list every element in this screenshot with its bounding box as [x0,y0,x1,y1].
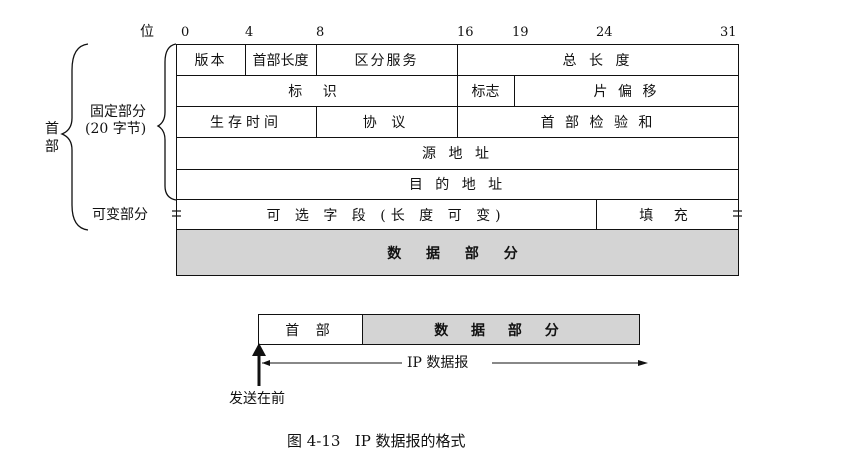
field-diff-services: 区分服务 [354,52,419,69]
datagram-data-label: 数 据 部 分 [434,322,568,339]
bit-tick-8: 8 [316,25,325,40]
field-identification: 标 识 [288,83,345,100]
datagram-header-box: 首 部 [258,314,363,345]
field-header-checksum: 首 部 检 验 和 [540,114,656,131]
bit-tick-31: 31 [720,25,737,40]
header-brace [60,43,89,231]
fixed-part-brace [156,43,177,201]
bit-tick-16: 16 [457,25,474,40]
field-source-address: 源 地 址 [422,146,493,162]
bit-tick-0: 0 [181,25,190,40]
field-ttl: 生存时间 [210,114,282,131]
field-total-length: 总 长 度 [562,52,634,69]
field-dest-address: 目 的 地 址 [408,177,507,193]
field-flags: 标志 [471,83,500,100]
field-options: 可 选 字 段 (长 度 可 变) [266,207,506,224]
bit-axis-label: 位 [140,24,154,40]
fixed-part-label: 固定部分 [90,104,146,120]
data-part-block: 数 据 部 分 [176,230,739,276]
bit-tick-24: 24 [596,25,613,40]
bit-tick-19: 19 [512,25,529,40]
fixed-bytes-label: (20 字节) [85,121,147,137]
field-version: 版本 [194,52,227,69]
data-part-label: 数 据 部 分 [387,245,528,262]
send-first-label: 发送在前 [229,391,285,407]
field-padding: 填 充 [639,207,696,224]
field-protocol: 协 议 [362,114,411,131]
header-label-text: 首 部 [45,121,59,155]
header-label: 首 部 [44,120,60,156]
field-fragment-offset: 片 偏 移 [593,83,660,100]
field-header-length: 首部长度 [252,52,309,69]
variable-part-label: 可变部分 [92,207,148,223]
datagram-label: IP 数据报 [407,355,469,371]
bit-tick-4: 4 [245,25,254,40]
figure-caption: 图 4-13 IP 数据报的格式 [287,432,466,450]
datagram-data-box: 数 据 部 分 [362,314,640,345]
